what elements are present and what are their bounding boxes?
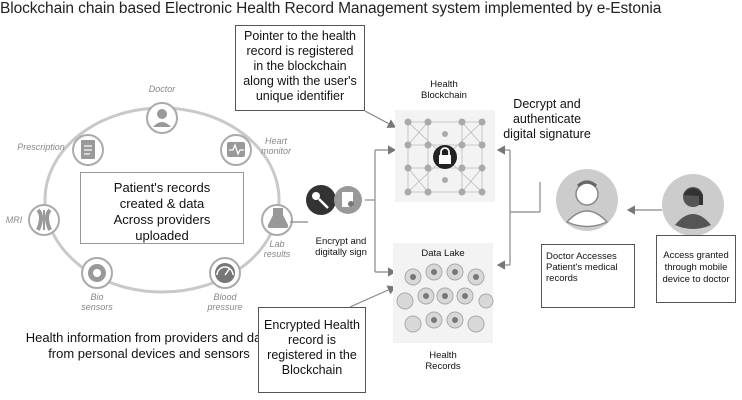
doctor-source-label: Doctor xyxy=(148,84,176,94)
lab-results-icon xyxy=(261,204,293,236)
mri-icon xyxy=(28,204,60,236)
data-lake-graphic xyxy=(393,243,494,343)
blockchain-network-graphic xyxy=(395,110,495,202)
patient-avatar-icon xyxy=(662,174,724,236)
bio-sensors-icon xyxy=(81,257,113,289)
decrypt-authenticate-text: Decrypt and authenticate digital signatu… xyxy=(503,97,591,141)
health-information-text: Health information from providers and da… xyxy=(25,330,273,361)
pointer-box: Pointer to the health record is register… xyxy=(235,25,365,111)
prescription-source-label: Prescription xyxy=(17,142,65,152)
prescription-icon xyxy=(72,134,104,166)
encrypt-sign-label: Encrypt and digitally sign xyxy=(315,236,367,258)
key-icon xyxy=(306,185,336,215)
page-title: Blockchain chain based Electronic Health… xyxy=(0,0,662,17)
heart-monitor-icon xyxy=(220,134,252,166)
health-blockchain-label: Health Blockchain xyxy=(421,79,467,101)
health-records-label: Health Records xyxy=(425,350,461,372)
lab-results-source-label: Lab results xyxy=(263,239,291,259)
encrypted-health-record-box: Encrypted Health record is registered in… xyxy=(258,307,366,393)
signed-document-icon xyxy=(334,186,362,214)
bio-sensors-source-label: Bio sensors xyxy=(81,292,113,312)
doctor-access-box: Doctor Accesses Patient's medical record… xyxy=(541,244,635,308)
patient-records-box: Patient's records created & data Across … xyxy=(80,172,244,244)
lock-icon xyxy=(433,145,457,169)
blood-pressure-icon xyxy=(209,257,241,289)
heart-monitor-source-label: Heart monitor xyxy=(260,136,291,156)
blood-pressure-source-label: Blood pressure xyxy=(207,292,243,312)
doctor-avatar-icon xyxy=(556,169,618,231)
access-granted-box: Access granted through mobile device to … xyxy=(656,235,736,303)
mri-source-label: MRI xyxy=(5,215,23,225)
doctor-icon xyxy=(146,102,178,134)
data-lake-label: Data Lake xyxy=(421,248,465,259)
